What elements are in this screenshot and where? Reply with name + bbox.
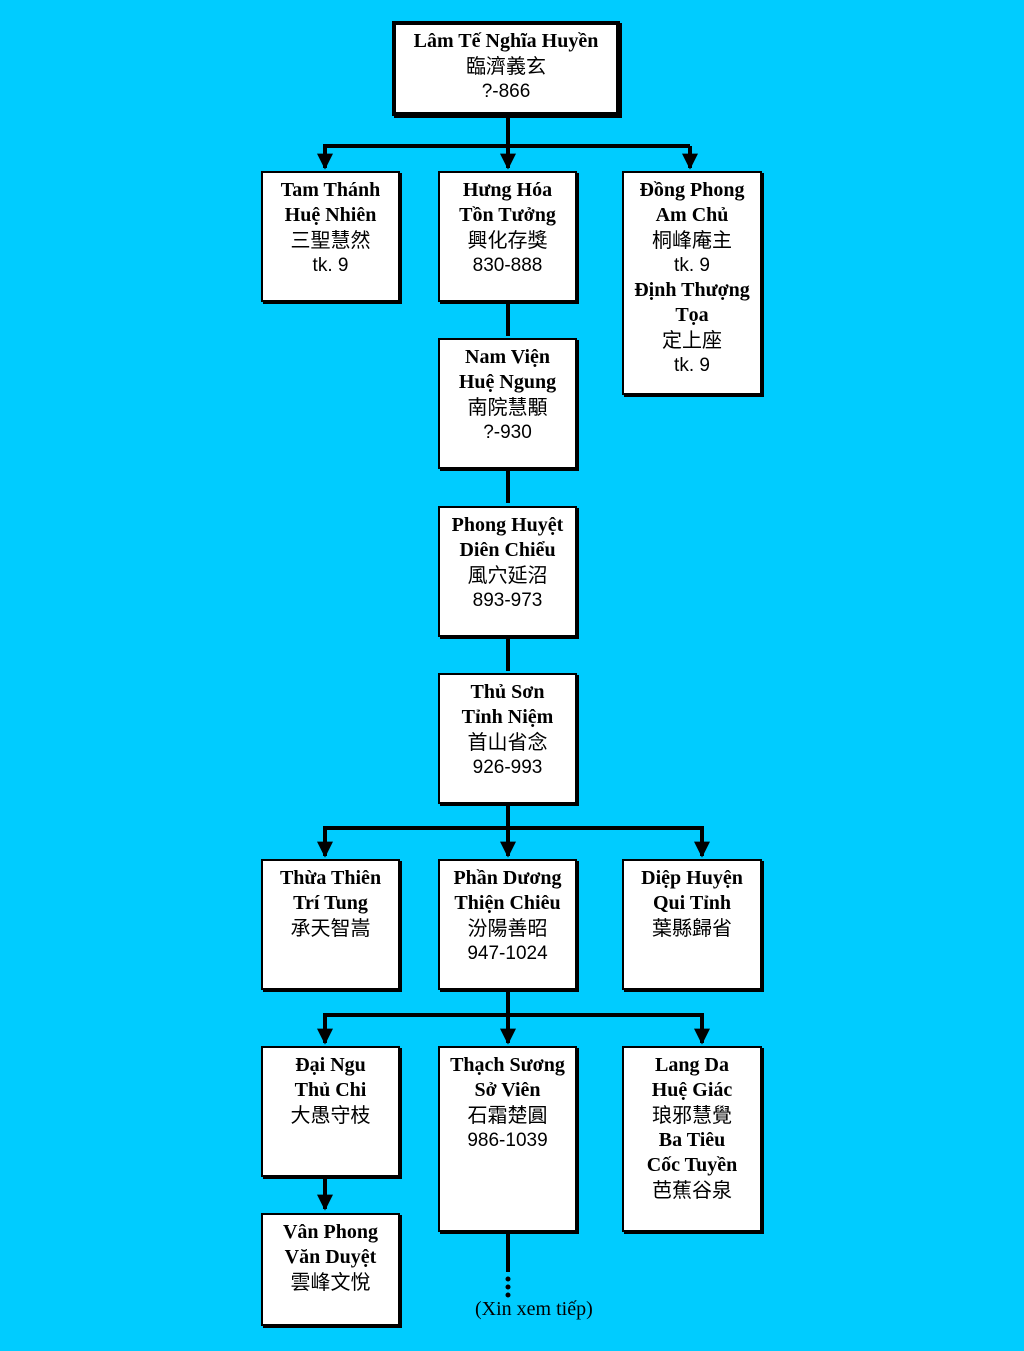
node-name-1: Tam Thánh <box>280 179 381 201</box>
node-name-2: Am Chủ <box>655 204 729 226</box>
node-name-2: Sở Viên <box>474 1079 541 1101</box>
node-hanzi: 首山省念 <box>467 730 548 754</box>
node-name-2: Huệ Ngung <box>458 371 557 393</box>
node-hanzi: 大愚守枝 <box>290 1103 371 1127</box>
node-hung-hoa: Hưng Hóa Tồn Tưởng 興化存獎 830-888 <box>438 171 577 302</box>
node-name-1: Đồng Phong <box>639 179 745 201</box>
node-years: 986-1039 <box>467 1130 548 1151</box>
node-tam-thanh: Tam Thánh Huệ Nhiên 三聖慧然 tk. 9 <box>261 171 400 302</box>
node-name-1: Nam Viện <box>465 346 550 368</box>
node-dai-ngu: Đại Ngu Thủ Chi 大愚守枝 <box>261 1046 400 1177</box>
node-years: 830-888 <box>472 255 543 276</box>
node-name-2: Văn Duyệt <box>284 1246 377 1268</box>
node-years: ?-930 <box>483 422 532 443</box>
node-name-1: Phần Dương <box>453 867 562 889</box>
node-name-3: Ba Tiêu <box>658 1129 726 1151</box>
node-hanzi: 石霜楚圓 <box>467 1103 548 1127</box>
node-years: 926-993 <box>472 757 543 778</box>
node-name-2: Tỉnh Niệm <box>461 706 554 728</box>
node-years: tk. 9 <box>674 255 710 276</box>
node-name-1: Phong Huyệt <box>451 514 564 536</box>
node-name-2: Diên Chiểu <box>459 539 556 561</box>
node-hanzi-2: 定上座 <box>662 328 722 352</box>
node-hanzi: 風穴延沼 <box>467 563 548 587</box>
node-years-2: tk. 9 <box>674 355 710 376</box>
node-name-2: Trí Tung <box>293 892 368 914</box>
node-years: ?-866 <box>481 81 531 102</box>
node-years: tk. 9 <box>312 255 349 276</box>
node-name-1: Thủ Sơn <box>470 681 545 703</box>
node-name-1: Lang Da <box>655 1054 729 1076</box>
node-hanzi: 興化存獎 <box>467 228 548 252</box>
node-name-1: Vân Phong <box>282 1221 379 1243</box>
node-name-2: Tồn Tưởng <box>459 204 556 226</box>
node-name-1: Diệp Huyện <box>641 867 743 889</box>
node-name-2: Huệ Giác <box>651 1079 733 1101</box>
node-hanzi: 汾陽善昭 <box>467 916 548 940</box>
node-name-2: Qui Tỉnh <box>652 892 732 914</box>
node-title: Lâm Tế Nghĩa Huyền <box>413 30 599 52</box>
node-hanzi: 雲峰文悅 <box>290 1270 371 1294</box>
node-hanzi: 葉縣歸省 <box>652 916 732 940</box>
node-lang-da: Lang Da Huệ Giác 琅邪慧覺 Ba Tiêu Cốc Tuyền … <box>622 1046 762 1232</box>
node-thua-thien: Thừa Thiên Trí Tung 承天智嵩 <box>261 859 400 990</box>
node-nam-vien: Nam Viện Huệ Ngung 南院慧顒 ?-930 <box>438 338 577 469</box>
node-name-2: Thiện Chiêu <box>454 892 561 914</box>
node-years: 947-1024 <box>467 943 548 964</box>
node-van-phong: Vân Phong Văn Duyệt 雲峰文悅 <box>261 1213 400 1326</box>
node-diep-huyen: Diệp Huyện Qui Tỉnh 葉縣歸省 <box>622 859 762 990</box>
node-years: 893-973 <box>472 590 543 611</box>
node-hanzi: 三聖慧然 <box>290 228 371 252</box>
node-name-3: Định Thượng <box>634 279 750 301</box>
node-name-1: Hưng Hóa <box>462 179 553 201</box>
node-phan-duong: Phần Dương Thiện Chiêu 汾陽善昭 947-1024 <box>438 859 577 990</box>
continuation-dots <box>505 1276 511 1298</box>
node-hanzi: 臨濟義玄 <box>466 54 546 78</box>
node-lam-te: Lâm Tế Nghĩa Huyền 臨濟義玄 ?-866 <box>392 21 620 116</box>
node-name-4: Cốc Tuyền <box>646 1154 738 1176</box>
node-hanzi: 琅邪慧覺 <box>652 1103 732 1127</box>
node-name-1: Đại Ngu <box>295 1054 366 1076</box>
node-thach-suong: Thạch Sương Sở Viên 石霜楚圓 986-1039 <box>438 1046 577 1232</box>
node-thu-son: Thủ Sơn Tỉnh Niệm 首山省念 926-993 <box>438 673 577 804</box>
node-hanzi: 南院慧顒 <box>467 395 548 419</box>
node-name-4: Tọa <box>675 304 709 326</box>
node-dong-phong: Đồng Phong Am Chủ 桐峰庵主 tk. 9 Định Thượng… <box>622 171 762 395</box>
continuation-label: (Xin xem tiếp) <box>475 1298 593 1320</box>
node-phong-huyet: Phong Huyệt Diên Chiểu 風穴延沼 893-973 <box>438 506 577 637</box>
node-hanzi: 桐峰庵主 <box>652 228 732 252</box>
node-name-1: Thạch Sương <box>450 1054 565 1076</box>
node-hanzi: 承天智嵩 <box>290 916 371 940</box>
node-hanzi-2: 芭蕉谷泉 <box>652 1178 732 1202</box>
node-name-2: Thủ Chi <box>294 1079 367 1101</box>
node-name-2: Huệ Nhiên <box>284 204 377 226</box>
node-name-1: Thừa Thiên <box>279 867 382 889</box>
